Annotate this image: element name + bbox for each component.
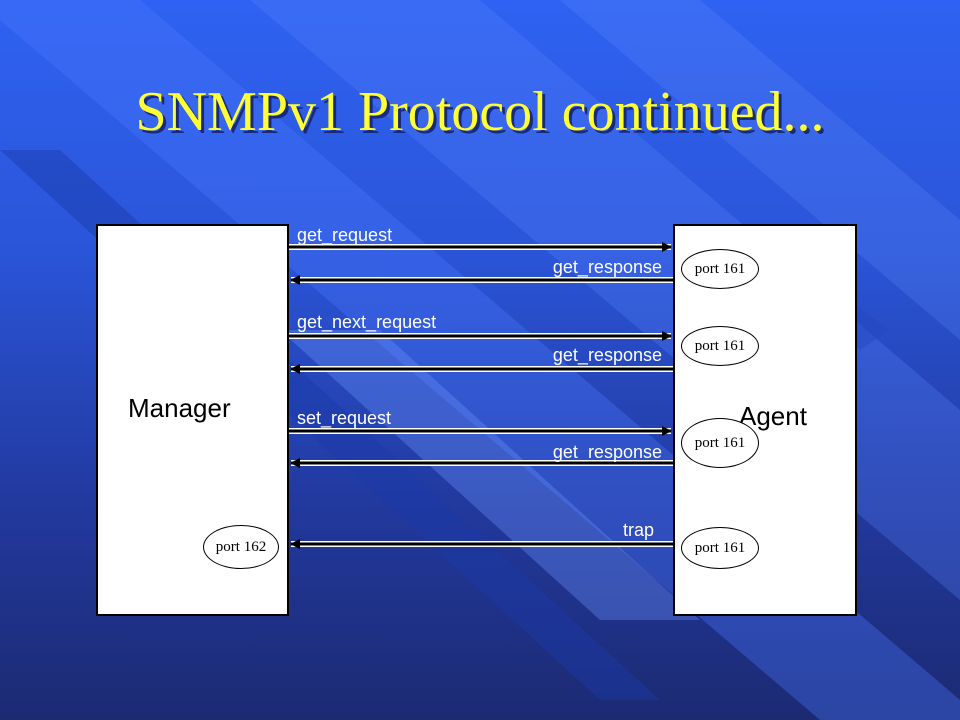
message-label-get-response: get_response [552, 345, 662, 365]
manager-port: port 162 [203, 525, 279, 569]
slide-title: SNMPv1 Protocol continued... [135, 81, 825, 143]
message-label-trap: trap [622, 520, 654, 540]
agent-port-4: port 161 [681, 527, 759, 569]
agent-label: Agent [739, 401, 807, 431]
message-label-get-next-request: get_next_request [297, 312, 437, 332]
message-label-get-response: get_response [552, 257, 662, 277]
message-label-get-request: get_request [297, 225, 393, 245]
agent-port-1: port 161 [681, 249, 759, 289]
message-label-set-request: set_request [297, 408, 392, 428]
message-label-get-response: get_response [552, 442, 662, 462]
manager-label: Manager [128, 393, 231, 423]
agent-port-2: port 161 [681, 326, 759, 366]
agent-port-3: port 161 [681, 418, 759, 468]
